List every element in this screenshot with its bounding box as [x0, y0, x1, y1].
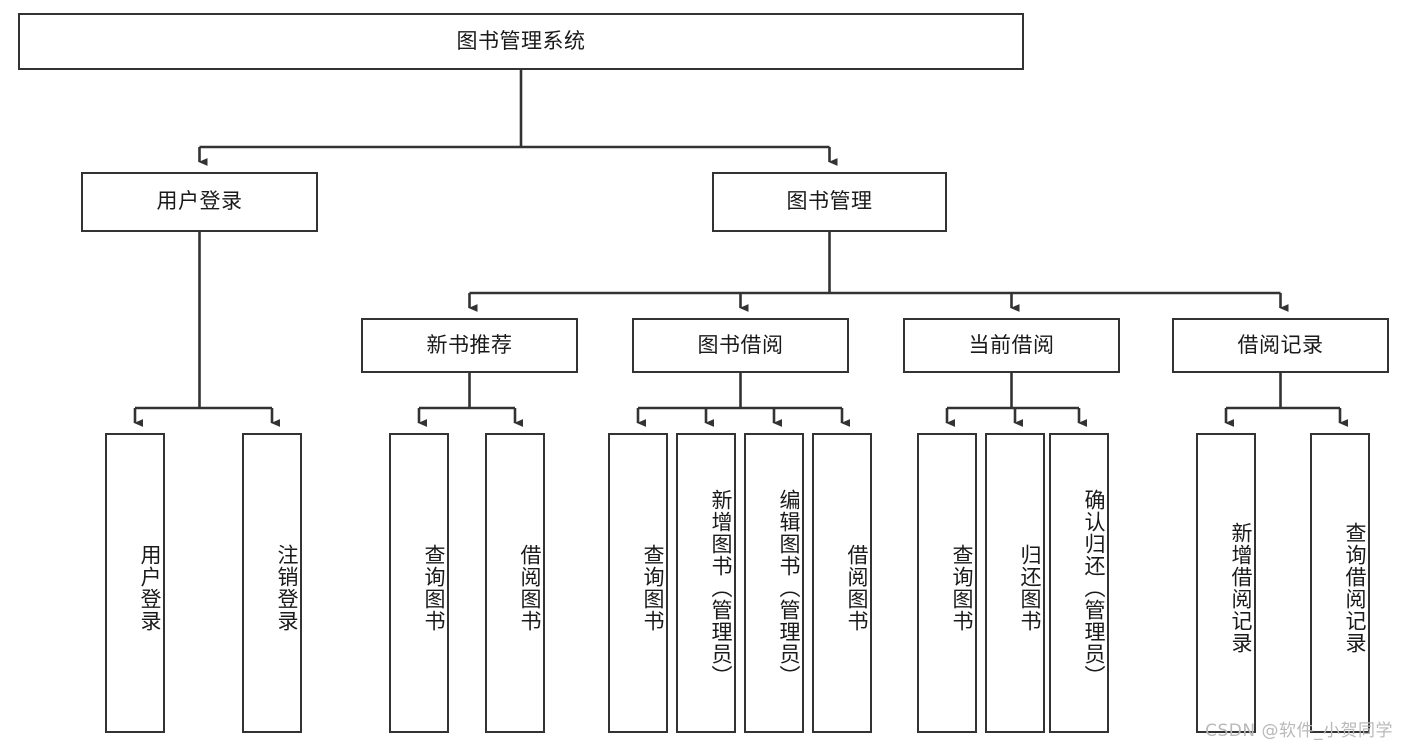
- leaf-borrow-books-borrowing-label: 借阅图书: [845, 544, 869, 632]
- leaf-borrow-books-borrowing[interactable]: 借阅图书: [812, 433, 872, 733]
- leaf-query-books-current-label: 查询图书: [950, 544, 974, 632]
- leaf-edit-book-admin[interactable]: 编辑图书（管理员）: [744, 433, 804, 733]
- leaf-add-book-admin[interactable]: 新增图书（管理员）: [676, 433, 736, 733]
- leaf-query-books-recommendation-label: 查询图书: [422, 544, 446, 632]
- leaf-return-book-label: 归还图书: [1018, 544, 1042, 632]
- node-user-login-label: 用户登录: [156, 189, 243, 214]
- leaf-confirm-return-admin-label: 确认归还（管理员）: [1082, 489, 1106, 687]
- leaf-user-login-label: 用户登录: [138, 544, 162, 632]
- leaf-confirm-return-admin[interactable]: 确认归还（管理员）: [1049, 433, 1109, 733]
- node-book-borrowing[interactable]: 图书借阅: [632, 318, 849, 373]
- leaf-edit-book-admin-label: 编辑图书（管理员）: [777, 489, 801, 687]
- node-book-management[interactable]: 图书管理: [712, 172, 947, 232]
- leaf-add-borrowing-record[interactable]: 新增借阅记录: [1196, 433, 1256, 733]
- node-root[interactable]: 图书管理系统: [18, 13, 1024, 70]
- node-book-management-label: 图书管理: [786, 189, 873, 214]
- leaf-return-book[interactable]: 归还图书: [985, 433, 1045, 733]
- node-borrowing-record-label: 借阅记录: [1237, 332, 1324, 357]
- leaf-query-borrowing-record[interactable]: 查询借阅记录: [1310, 433, 1370, 733]
- node-current-borrowing[interactable]: 当前借阅: [903, 318, 1120, 373]
- leaf-borrow-books-recommendation[interactable]: 借阅图书: [485, 433, 545, 733]
- leaf-query-books-recommendation[interactable]: 查询图书: [389, 433, 449, 733]
- leaf-query-borrowing-record-label: 查询借阅记录: [1343, 522, 1367, 654]
- leaf-add-book-admin-label: 新增图书（管理员）: [709, 489, 733, 687]
- csdn-watermark: CSDN @软件_小贺同学: [1205, 721, 1393, 741]
- node-new-book-recommendation[interactable]: 新书推荐: [361, 318, 578, 373]
- node-root-label: 图书管理系统: [456, 28, 586, 53]
- leaf-logout[interactable]: 注销登录: [242, 433, 302, 733]
- node-current-borrowing-label: 当前借阅: [968, 332, 1055, 357]
- leaf-query-books-current[interactable]: 查询图书: [917, 433, 977, 733]
- leaf-add-borrowing-record-label: 新增借阅记录: [1229, 522, 1253, 654]
- leaf-logout-label: 注销登录: [275, 544, 299, 632]
- node-borrowing-record[interactable]: 借阅记录: [1172, 318, 1389, 373]
- leaf-user-login[interactable]: 用户登录: [105, 433, 165, 733]
- node-new-book-recommendation-label: 新书推荐: [426, 332, 513, 357]
- node-book-borrowing-label: 图书借阅: [697, 332, 784, 357]
- leaf-query-books-borrowing-label: 查询图书: [641, 544, 665, 632]
- node-user-login[interactable]: 用户登录: [81, 172, 318, 232]
- leaf-borrow-books-recommendation-label: 借阅图书: [518, 544, 542, 632]
- leaf-query-books-borrowing[interactable]: 查询图书: [608, 433, 668, 733]
